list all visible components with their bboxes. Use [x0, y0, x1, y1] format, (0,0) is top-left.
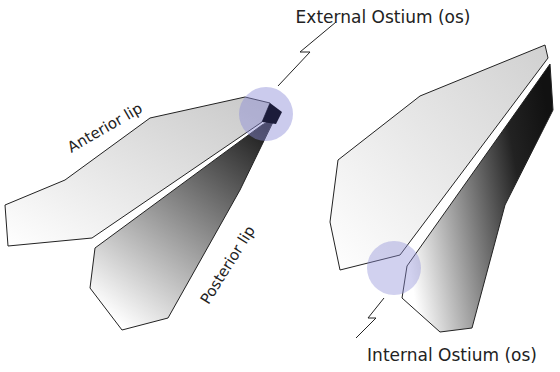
external-os-opening — [262, 103, 282, 124]
internal-os-highlight — [367, 241, 421, 295]
external-os-leader — [278, 22, 336, 86]
callout-label: Internal Ostium (os) — [367, 346, 537, 365]
external-os-highlight — [239, 87, 293, 141]
internal-os-leader — [356, 298, 384, 338]
callout-label: External Ostium (os) — [296, 8, 471, 27]
posterior-lip-shape — [90, 118, 275, 330]
lower-lip-shape — [402, 64, 553, 332]
